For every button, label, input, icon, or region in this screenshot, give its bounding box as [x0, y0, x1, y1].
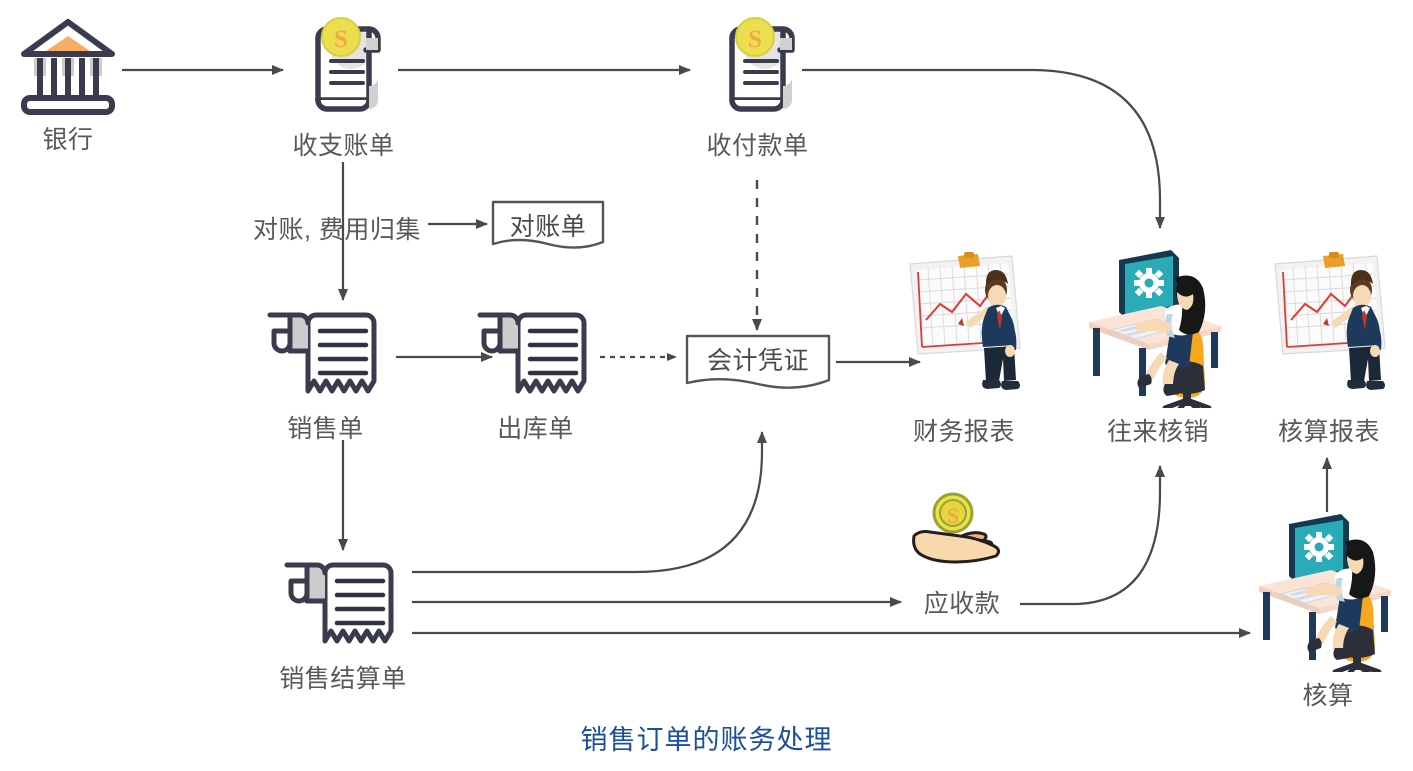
- person-at-desk-icon: [1083, 248, 1233, 413]
- edge-sales-settlement-to-accounting-voucher: [412, 431, 767, 574]
- node-bank[interactable]: 银行: [14, 14, 122, 155]
- node-payment-receipt[interactable]: S 收付款单: [700, 12, 815, 161]
- edge-payment-receipt-to-reconcile-person: [802, 68, 1165, 229]
- node-sales-settlement[interactable]: 销售结算单: [263, 555, 423, 694]
- doc-label-reconciliation-statement: 对账单: [509, 213, 587, 241]
- doc-label-accounting-voucher: 会计凭证: [706, 347, 809, 375]
- money-scroll-icon: S: [705, 12, 810, 127]
- node-label-income-statement: 收支账单: [292, 132, 395, 160]
- node-accounting-report[interactable]: 核算报表: [1265, 250, 1393, 447]
- node-label-financial-report: 财务报表: [912, 418, 1015, 446]
- node-label-reconcile-person: 往来核销: [1106, 418, 1209, 446]
- doc-reconciliation-statement[interactable]: 对账单: [490, 199, 606, 252]
- edge-receivables-to-reconcile-person: [1020, 465, 1165, 606]
- node-label-sales-settlement: 销售结算单: [279, 665, 407, 693]
- edge-label-reconcile-expense: 对账, 费用归集: [253, 216, 421, 244]
- diagram-title: 销售订单的账务处理: [580, 725, 833, 755]
- node-label-sales-order: 销售单: [287, 415, 364, 443]
- node-financial-report[interactable]: 财务报表: [900, 250, 1028, 447]
- node-label-delivery-order: 出库单: [497, 415, 574, 443]
- doc-accounting-voucher[interactable]: 会计凭证: [684, 333, 832, 393]
- node-label-accounting-report: 核算报表: [1277, 418, 1380, 446]
- node-income-statement[interactable]: S 收支账单: [286, 12, 401, 161]
- node-sales-order[interactable]: 销售单: [263, 305, 388, 444]
- person-presenting-chart-icon: [900, 250, 1028, 413]
- node-reconcile-person[interactable]: 往来核销: [1078, 248, 1238, 447]
- receipt-icon: [283, 555, 403, 660]
- receipt-icon: [266, 305, 386, 410]
- person-at-desk-icon: [1253, 512, 1403, 677]
- node-delivery-order[interactable]: 出库单: [473, 305, 598, 444]
- svg-text:S: S: [334, 26, 348, 53]
- node-receivables[interactable]: S 应收款: [907, 492, 1017, 619]
- svg-text:S: S: [947, 503, 959, 528]
- bank-icon: [18, 14, 118, 121]
- svg-text:S: S: [748, 26, 762, 53]
- person-presenting-chart-icon: [1265, 250, 1393, 413]
- node-label-receivables: 应收款: [923, 590, 1001, 618]
- node-label-accounting: 核算: [1302, 682, 1354, 710]
- node-label-bank: 银行: [42, 126, 94, 154]
- node-accounting[interactable]: 核算: [1253, 512, 1403, 711]
- receipt-icon: [476, 305, 596, 410]
- hand-coin-icon: S: [908, 492, 1016, 585]
- money-scroll-icon: S: [291, 12, 396, 127]
- node-label-payment-receipt: 收付款单: [706, 132, 809, 160]
